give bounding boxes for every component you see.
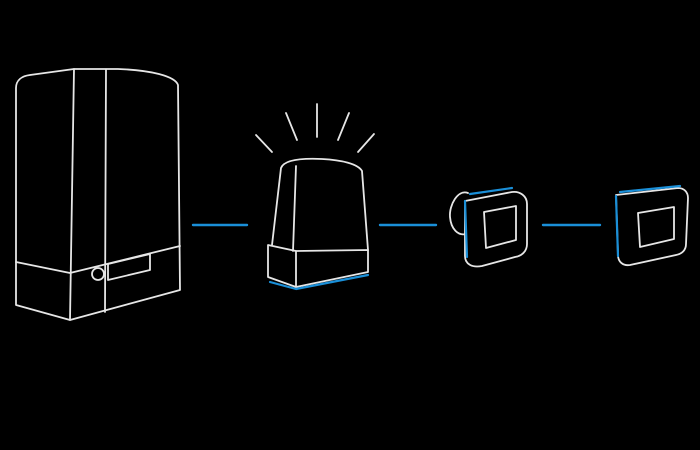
motor-front-edge (69, 68, 75, 321)
photocell-sensor-icon (449, 186, 528, 268)
photocell-reflector-icon (614, 184, 689, 267)
motor-body-outline (15, 68, 181, 321)
flashing-beacon-icon (255, 103, 375, 291)
sensor-lens (449, 191, 469, 236)
motor-key-lock (91, 267, 105, 281)
sensor-side-accent (463, 186, 514, 259)
beacon-base-accent (268, 273, 370, 291)
reflector-side-accent (614, 184, 682, 258)
sensor-body (464, 191, 528, 268)
motor-release-handle (107, 253, 151, 281)
reflector-window (637, 206, 675, 248)
motor-base-band (15, 245, 181, 274)
beacon-dome (271, 157, 369, 251)
sensor-window (483, 205, 517, 249)
beacon-base (267, 244, 369, 288)
motor-seam (104, 69, 107, 313)
reflector-body (615, 187, 689, 267)
beacon-dome-highlight (292, 165, 297, 252)
beacon-light-rays (255, 103, 375, 153)
gate-motor-icon (15, 68, 181, 321)
